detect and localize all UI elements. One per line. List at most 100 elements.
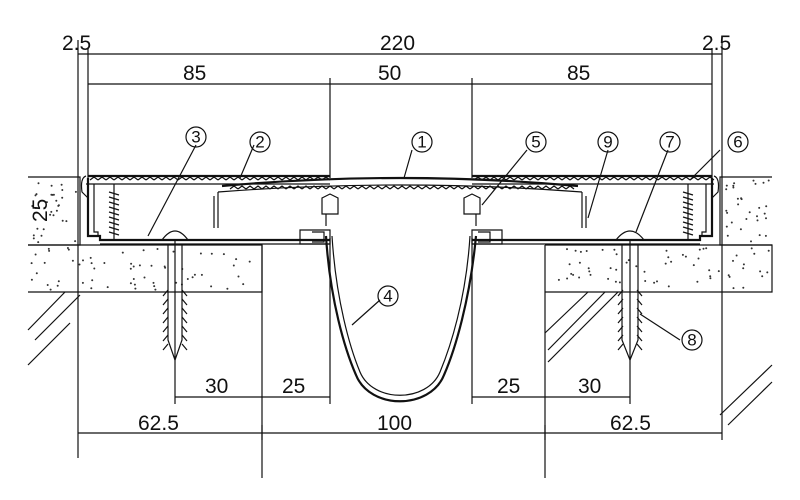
concrete-dot (60, 183, 63, 186)
concrete-dot (664, 262, 667, 265)
dim-height: 25 (29, 199, 52, 222)
concrete-dot (242, 283, 245, 286)
concrete-dot (32, 234, 35, 237)
concrete-dot (46, 284, 49, 286)
callout-9: 9 (597, 131, 619, 153)
concrete-dot (191, 276, 194, 279)
concrete-dot (175, 281, 178, 284)
concrete-dot (765, 217, 767, 220)
concrete-dot (222, 253, 225, 256)
svg-text:8: 8 (687, 331, 696, 350)
concrete-dot (742, 286, 745, 289)
concrete-dot (732, 186, 735, 189)
concrete-dot (91, 279, 94, 282)
concrete-dot (730, 221, 733, 224)
concrete-dot (557, 278, 560, 281)
concrete-dot (200, 273, 203, 276)
concrete-dot (66, 247, 69, 249)
concrete-dot (702, 247, 705, 250)
concrete-dot (653, 281, 656, 284)
concrete-dot (32, 237, 35, 240)
dim-left-plate: 85 (183, 62, 206, 85)
dim-center-plate: 50 (378, 62, 401, 85)
concrete-dot (609, 267, 612, 270)
dim-right-plate: 85 (567, 62, 590, 85)
concrete-dot (65, 220, 68, 223)
concrete-dot (52, 214, 55, 217)
concrete-dot (193, 273, 196, 276)
concrete-dot (154, 288, 157, 291)
callout-1: 1 (411, 131, 433, 153)
concrete-dot (93, 267, 96, 270)
concrete-dot (705, 247, 708, 250)
concrete-dot (34, 253, 37, 256)
svg-text:9: 9 (603, 133, 612, 152)
callout-6: 6 (727, 131, 749, 153)
concrete-dot (43, 261, 46, 264)
concrete-dot (106, 286, 109, 289)
svg-text:7: 7 (665, 133, 674, 152)
callout-2: 2 (249, 131, 271, 153)
concrete-dot (758, 234, 761, 237)
concrete-dot (574, 249, 577, 252)
concrete-dot (733, 182, 736, 185)
concrete-dot (142, 249, 145, 252)
concrete-dot (759, 270, 762, 273)
concrete-dot (588, 270, 591, 273)
concrete-dot (635, 265, 638, 268)
center-cover-plate (213, 176, 587, 228)
concrete-dot (67, 248, 70, 251)
concrete-dot (34, 207, 37, 209)
concrete-dot (708, 269, 711, 272)
concrete-dot (767, 249, 770, 252)
concrete-dot (762, 181, 765, 184)
concrete-dot (81, 281, 84, 284)
concrete-dot (78, 263, 81, 266)
concrete-dot (767, 179, 770, 182)
concrete-dot (30, 278, 33, 281)
concrete-dot (742, 263, 745, 266)
callout-5: 5 (525, 131, 547, 153)
concrete-dot (56, 284, 59, 287)
concrete-dot (90, 262, 93, 265)
concrete-dot (132, 265, 135, 268)
concrete-dot (37, 182, 40, 185)
concrete-dot (585, 250, 588, 252)
concrete-dot (50, 184, 53, 187)
concrete-dot (742, 267, 745, 270)
right-anchor-bolt (614, 230, 646, 362)
concrete-dot (736, 197, 739, 200)
concrete-dot (143, 276, 146, 279)
concrete-dot (226, 287, 229, 290)
concrete-dot (152, 281, 155, 284)
concrete-dot (57, 204, 60, 207)
concrete-dot (570, 272, 573, 275)
dim-joint-gap: 100 (377, 412, 412, 435)
concrete-dot (89, 256, 92, 259)
right-hatch (544, 291, 773, 426)
concrete-dot (210, 285, 213, 288)
concrete-dot (667, 256, 670, 259)
concrete-dot (572, 273, 575, 276)
concrete-dot (50, 210, 53, 213)
concrete-dot (643, 270, 646, 273)
left-gasket-clamp (299, 193, 339, 245)
concrete-dot (601, 248, 604, 251)
concrete-dot (758, 206, 761, 209)
dim-top-edge-right: 2.5 (702, 32, 731, 55)
concrete-dot (726, 234, 729, 237)
concrete-dot (748, 211, 751, 214)
concrete-dot (732, 287, 735, 290)
concrete-dot (726, 211, 729, 214)
concrete-dot (670, 260, 673, 263)
concrete-dot (579, 250, 582, 253)
concrete-dot (232, 264, 235, 267)
concrete-dot (732, 259, 734, 262)
concrete-dot (235, 258, 238, 261)
concrete-dot (684, 255, 687, 258)
concrete-dot (133, 283, 136, 286)
concrete-dot (37, 241, 40, 244)
concrete-dot (90, 287, 93, 290)
concrete-dot (186, 278, 189, 280)
concrete-dot (71, 259, 74, 262)
